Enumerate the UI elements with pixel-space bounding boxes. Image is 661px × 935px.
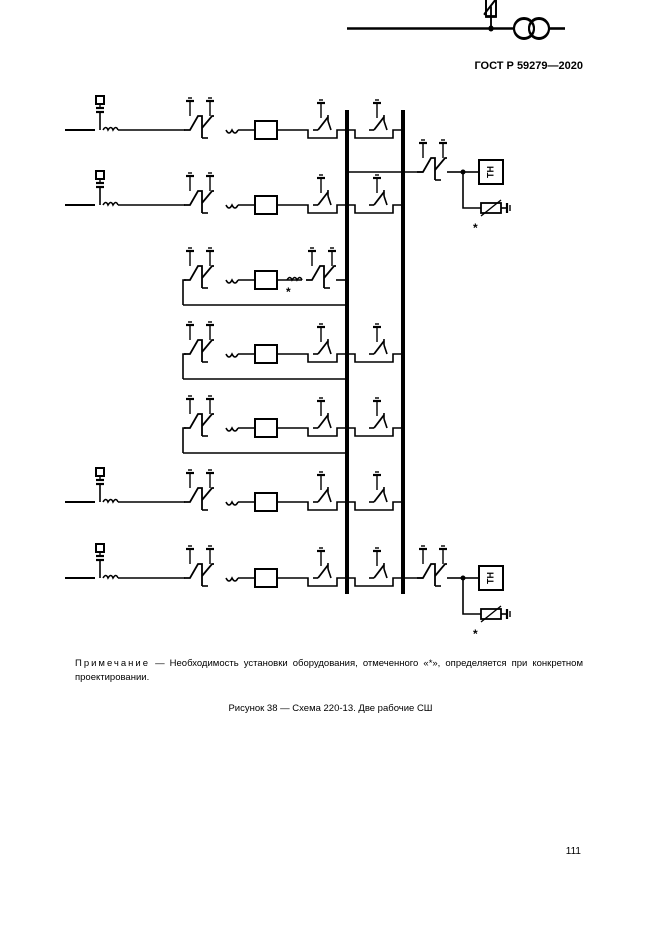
cell-disconnectors-3 xyxy=(184,321,214,363)
transformer-winding-1 xyxy=(513,18,535,40)
bus-disconnector-2-1 xyxy=(369,174,388,206)
current-transformer-3 xyxy=(225,352,239,358)
transformer-winding-2 xyxy=(528,18,550,40)
cell-disconnectors-6 xyxy=(184,545,214,587)
bus-disconnector-2-6 xyxy=(369,547,388,579)
circuit-breaker-6 xyxy=(254,568,278,588)
document-number: ГОСТ Р 59279—2020 xyxy=(474,60,583,72)
circuit-breaker-1 xyxy=(254,195,278,215)
cell-disconnectors-0 xyxy=(184,97,214,139)
circuit-breaker-4 xyxy=(254,418,278,438)
current-transformer-6 xyxy=(225,576,239,582)
voltage-transformer-bay-top: ТН * xyxy=(403,159,511,235)
circuit-breaker-5 xyxy=(254,492,278,512)
bus-disconnector-1-6 xyxy=(313,547,332,579)
bus-disconnector-2-3 xyxy=(369,323,388,355)
line-trap-0 xyxy=(102,126,119,132)
asterisk-coupler: * xyxy=(286,285,291,299)
elements: * ТН * ТН * xyxy=(95,0,565,640)
voltage-transformer-bay-bottom: ТН * xyxy=(403,565,511,640)
power-transformer-bay-0 xyxy=(347,0,565,39)
bus-disconnector-2-5 xyxy=(369,471,388,503)
single-line-diagram: * ТН * ТН * xyxy=(65,0,565,640)
current-transformer-1 xyxy=(225,203,239,209)
cell-disconnectors-1 xyxy=(184,172,214,214)
wires xyxy=(65,129,403,587)
bus-disconnector-1-3 xyxy=(313,323,332,355)
current-transformer-0 xyxy=(225,128,239,134)
line-arrester-6 xyxy=(95,543,105,578)
bus-disconnector-1-5 xyxy=(313,471,332,503)
voltage-transformer-bay-bottom-disconnectors xyxy=(417,545,447,587)
figure-caption: Рисунок 38 — Схема 220-13. Две рабочие С… xyxy=(228,703,433,714)
busbars xyxy=(345,110,405,594)
current-transformer-coupler xyxy=(286,276,303,282)
voltage-transformer-bay-top-disconnectors xyxy=(417,139,447,181)
line-arrester-0 xyxy=(95,95,105,130)
line-arrester-1 xyxy=(95,170,105,205)
bus-disconnector-1-4 xyxy=(313,397,332,429)
asterisk: * xyxy=(473,627,478,640)
line-trap-1 xyxy=(102,201,119,207)
current-transformer-2 xyxy=(225,278,239,284)
vt-label: ТН xyxy=(485,572,495,584)
note-text: — Необходимость установки оборудования, … xyxy=(75,658,583,683)
current-transformer-5 xyxy=(225,500,239,506)
bus-disconnector-1-1 xyxy=(313,174,332,206)
bus-disconnector-2-4 xyxy=(369,397,388,429)
circuit-breaker-3 xyxy=(254,344,278,364)
current-transformer-4 xyxy=(225,426,239,432)
note: Примечание — Необходимость установки обо… xyxy=(75,657,583,685)
cell-disconnectors-4 xyxy=(184,395,214,437)
coupler-disconnectors xyxy=(306,247,336,289)
line-arrester-5 xyxy=(95,467,105,502)
asterisk: * xyxy=(473,221,478,235)
cell-disconnectors-2 xyxy=(184,247,214,289)
power-transformer-bay-1 xyxy=(347,0,565,40)
bus-disconnector-2-0 xyxy=(369,99,388,131)
vt-label: ТН xyxy=(485,166,495,178)
page-number: 111 xyxy=(565,846,581,857)
line-trap-5 xyxy=(102,498,119,504)
circuit-breaker-0 xyxy=(254,120,278,140)
circuit-breaker-2 xyxy=(254,270,278,290)
cell-disconnectors-5 xyxy=(184,469,214,511)
line-trap-6 xyxy=(102,574,119,580)
note-prefix: Примечание xyxy=(75,658,150,669)
bus-disconnector-1-0 xyxy=(313,99,332,131)
